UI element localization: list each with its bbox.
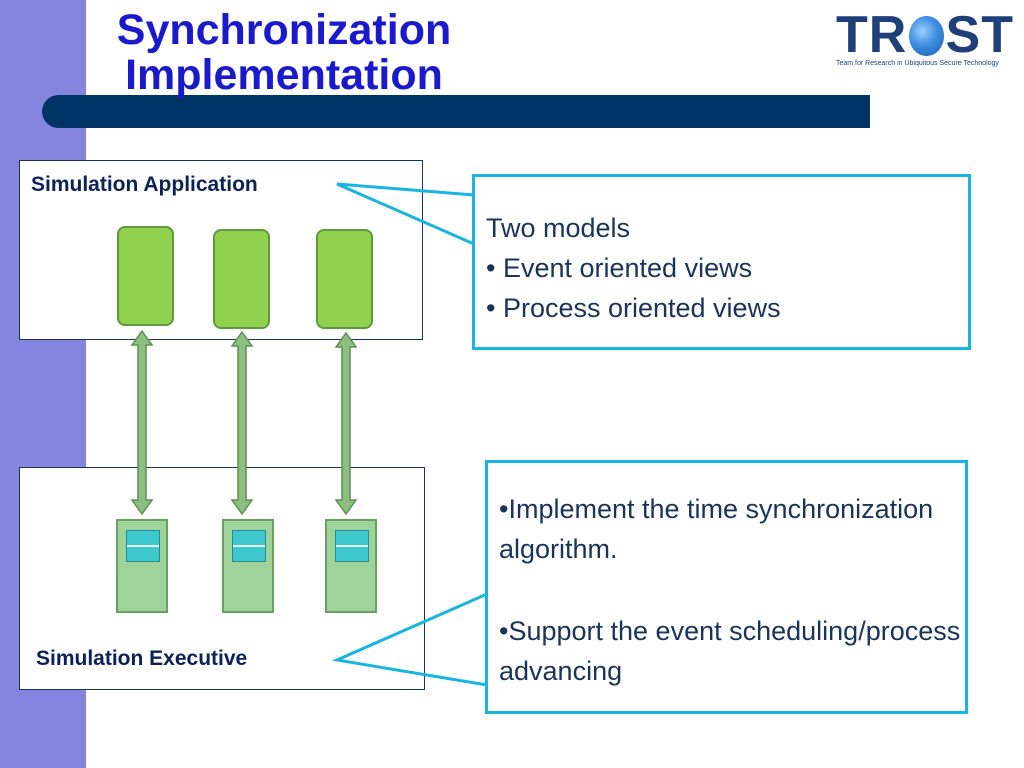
double-arrow — [334, 331, 358, 516]
executive-slot — [126, 530, 160, 562]
models-callout: Two models • Event oriented views • Proc… — [472, 174, 971, 350]
globe-icon — [909, 16, 944, 56]
models-callout-heading: Two models — [486, 213, 631, 243]
page-title: Synchronization Implementation — [74, 8, 494, 98]
double-arrow — [230, 330, 254, 516]
executive-slot — [232, 530, 266, 562]
executive-module — [116, 519, 168, 613]
trust-logo: TR ST Team for Research in Ubiquitous Se… — [836, 8, 1014, 70]
application-module — [117, 226, 174, 326]
title-line-2: Implementation — [125, 51, 443, 99]
models-callout-item: • Process oriented views — [486, 293, 781, 323]
title-underline-bar — [42, 95, 870, 128]
models-callout-item: • Event oriented views — [486, 253, 753, 283]
title-line-1: Synchronization — [116, 6, 452, 54]
application-module — [213, 229, 270, 329]
executive-slot — [335, 530, 369, 562]
simulation-application-label: Simulation Application — [31, 173, 258, 196]
logo-word-left: TR — [836, 6, 908, 64]
logo-word-right: ST — [945, 6, 1014, 64]
logo-tagline: Team for Research in Ubiquitous Secure T… — [836, 60, 999, 67]
executive-callout-item: •Support the event scheduling/process ad… — [499, 616, 961, 686]
simulation-executive-label: Simulation Executive — [36, 647, 248, 670]
executive-module — [222, 519, 274, 613]
double-arrow — [130, 329, 154, 516]
executive-callout-item: •Implement the time synchronization algo… — [499, 494, 934, 564]
executive-callout: •Implement the time synchronization algo… — [485, 460, 968, 714]
